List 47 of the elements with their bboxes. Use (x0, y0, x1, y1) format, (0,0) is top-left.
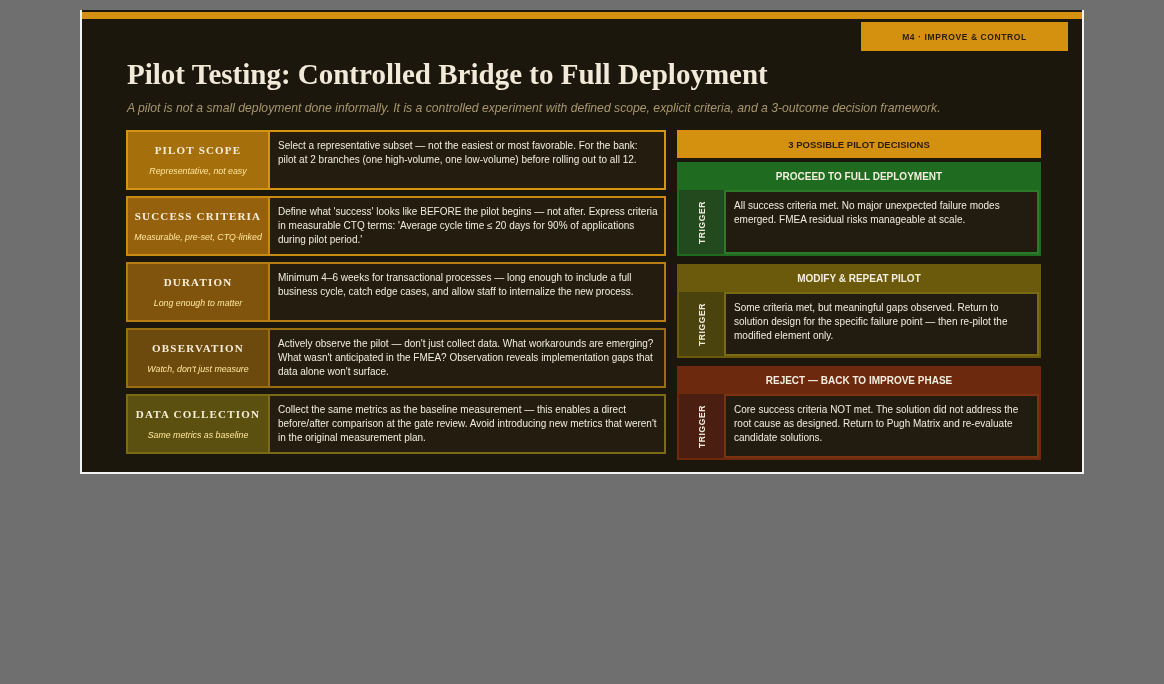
category-tagline: Watch, don't just measure (147, 364, 249, 374)
category-panel (126, 262, 270, 322)
trigger-tab (679, 394, 724, 458)
description-text: All success criteria met. No major unexpected failure modes emerged. FMEA residual risks manageable at scale. (734, 199, 1001, 228)
description-panel (268, 130, 666, 190)
description-text: Collect the same metrics as the baseline measurement — this enables a direct before/after comparison at the gate review. Avoid introducing new metrics that weren't in the original measurement plan. (278, 403, 658, 446)
category-heading: PILOT SCOPE (154, 144, 242, 156)
decision-heading: MODIFY & REPEAT PILOT (796, 271, 922, 286)
category-tagline: Measurable, pre-set, CTQ-linked (134, 232, 262, 242)
category-panel (126, 328, 270, 388)
category-heading: DATA COLLECTION (135, 408, 261, 420)
description-text: Core success criteria NOT met. The solution did not address the root cause as designed. Return to Pugh Matrix and re-evaluate candidate solutions. (734, 403, 1020, 446)
decision-card (677, 366, 1041, 460)
category-heading: OBSERVATION (152, 342, 244, 354)
category-panel (126, 394, 270, 454)
description-panel (268, 328, 666, 388)
description-panel (268, 196, 666, 256)
description-panel (268, 394, 666, 454)
trigger-tab (679, 292, 724, 356)
category-panel (126, 130, 270, 190)
description-text: Define what 'success' looks like BEFORE the pilot begins — not after. Express criteria in measurable CTQ terms: 'Average cycle time ≤ 20 days for 90% of applications during pilot period.' (278, 205, 658, 248)
description-text: Minimum 4–6 weeks for transactional processes — long enough to include a full business cycle, catch edge cases, and allow staff to internalize the new process. (278, 271, 635, 300)
description-panel (268, 262, 666, 322)
description-text: Actively observe the pilot — don't just collect data. What workarounds are emerging? What wasn't anticipated in the FMEA? Observation reveals implementation gaps that data alone won't surface. (278, 337, 655, 380)
section-tag: M4 · IMPROVE & CONTROL (861, 22, 1068, 51)
category-panel (126, 196, 270, 256)
description-panel (724, 190, 1039, 254)
decision-heading: REJECT — BACK TO IMPROVE PHASE (764, 373, 954, 388)
decision-heading: PROCEED TO FULL DEPLOYMENT (774, 169, 944, 184)
slide-title: Pilot Testing: Controlled Bridge to Full Deployment (127, 58, 768, 91)
category-tagline: Same metrics as baseline (147, 430, 249, 440)
category-heading: SUCCESS CRITERIA (134, 210, 262, 222)
trigger-label: TRIGGER (696, 200, 707, 244)
description-text: Select a representative subset — not the easiest or most favorable. For the bank: pilot at 2 branches (one high-volume, one low-volume) before rolling out to all 12. (278, 139, 639, 168)
category-tagline: Long enough to matter (153, 298, 243, 308)
slide-subtitle: A pilot is not a small deployment done informally. It is a controlled experiment with defined scope, explicit criteria, and a 3-outcome decision framework. (127, 101, 941, 115)
trigger-tab (679, 190, 724, 254)
description-text: Some criteria met, but meaningful gaps observed. Return to solution design for the specific failure point — then re-pilot the modified element only. (734, 301, 1009, 344)
decision-card (677, 162, 1041, 256)
decision-card (677, 264, 1041, 358)
description-panel (724, 394, 1039, 458)
category-heading: DURATION (163, 276, 233, 288)
category-tagline: Representative, not easy (149, 166, 247, 176)
description-panel (724, 292, 1039, 356)
trigger-label: TRIGGER (696, 404, 707, 448)
trigger-label: TRIGGER (696, 302, 707, 346)
decisions-header: 3 POSSIBLE PILOT DECISIONS (677, 130, 1041, 158)
